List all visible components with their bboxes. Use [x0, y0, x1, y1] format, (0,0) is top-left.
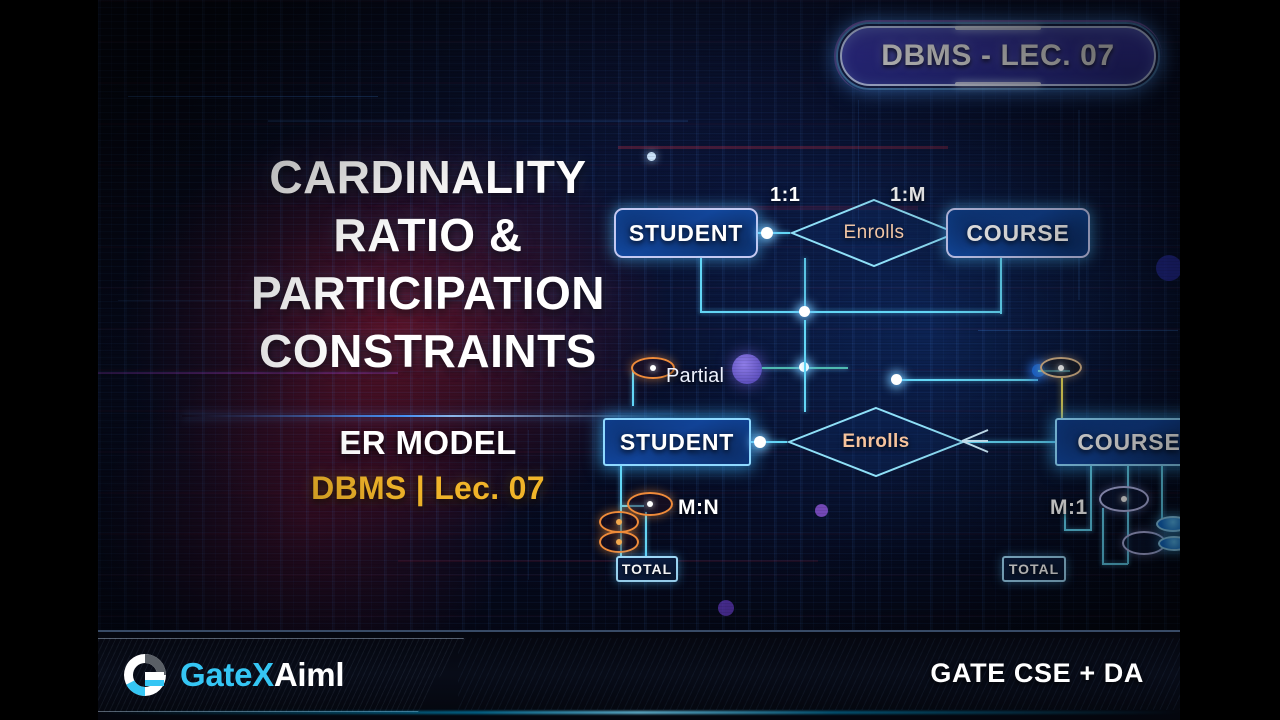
connector-line: [1061, 378, 1063, 418]
total-label: TOTAL: [621, 561, 673, 577]
er-diagram: STUDENT Enrolls CO: [98, 0, 1180, 720]
connector-line: [1102, 508, 1104, 564]
entity-label: COURSE: [1077, 428, 1180, 455]
connector-dot: [891, 374, 902, 385]
brand-name: GateXAiml: [180, 656, 345, 694]
entity-student-top[interactable]: STUDENT: [614, 208, 758, 258]
entity-course-top[interactable]: COURSE: [946, 208, 1090, 258]
relationship-label: Enrolls: [842, 431, 910, 452]
entity-label: STUDENT: [619, 428, 735, 455]
entity-label: STUDENT: [628, 219, 744, 246]
connector-line: [1090, 466, 1092, 530]
ellipse-attribute-right-b[interactable]: [1156, 516, 1180, 532]
relationship-enrolls-top[interactable]: Enrolls: [790, 198, 958, 268]
crows-foot-icon: [961, 429, 989, 453]
footer-bar: GateXAiml GATE CSE + DA: [98, 630, 1180, 720]
partial-participation-label: Partial: [666, 365, 725, 387]
connector-line: [1000, 258, 1002, 314]
ellipse-pip: [1121, 496, 1127, 502]
ellipse-pip: [616, 539, 622, 545]
connector-dot: [754, 436, 766, 448]
brand-part-aiml: Aiml: [273, 656, 345, 693]
ellipse-pip: [616, 519, 622, 525]
total-label: TOTAL: [1008, 561, 1060, 577]
ellipse-pip: [1058, 364, 1064, 371]
cardinality-label-1-m: 1:M: [890, 184, 926, 206]
connector-line: [896, 379, 1038, 381]
connector-dot: [799, 306, 810, 317]
relationship-enrolls-bottom[interactable]: Enrolls: [787, 406, 965, 478]
ellipse-attribute-m1[interactable]: [1099, 486, 1149, 512]
connector-line: [1161, 466, 1163, 524]
connector-dot: [761, 227, 773, 239]
connector-line: [804, 258, 806, 312]
connector-line: [805, 311, 1001, 313]
cardinality-label-m-n: M:N: [678, 496, 720, 519]
gatexaiml-g-icon: [122, 652, 168, 698]
slide-content-area: DBMS - LEC. 07 CARDINALITY RATIO & PARTI…: [98, 0, 1180, 720]
ellipse-pip: [650, 365, 656, 371]
connector-line: [700, 311, 805, 313]
ellipse-pip: [647, 501, 653, 507]
brand-part-x: X: [252, 656, 274, 693]
ellipse-attribute-right[interactable]: [1040, 357, 1082, 378]
total-participation-box-left[interactable]: TOTAL: [616, 556, 678, 582]
brand-part-gate: Gate: [180, 656, 253, 693]
cardinality-label-m-1: M:1: [1050, 496, 1088, 519]
cardinality-label-1-1: 1:1: [770, 184, 801, 206]
brand-logo[interactable]: GateXAiml: [122, 652, 345, 698]
connector-line: [1102, 563, 1128, 565]
footer-texture: [458, 638, 1180, 710]
relationship-label: Enrolls: [843, 222, 905, 243]
ellipse-attribute-left-a[interactable]: [599, 511, 639, 533]
connector-line: [804, 320, 806, 412]
entity-student-bottom[interactable]: STUDENT: [603, 418, 751, 466]
ellipse-attribute-left-b[interactable]: [599, 531, 639, 553]
ellipse-attribute-mn[interactable]: [627, 492, 673, 516]
entity-course-bottom[interactable]: COURSE: [1055, 418, 1180, 466]
connector-line: [700, 258, 702, 312]
total-participation-box-right[interactable]: TOTAL: [1002, 556, 1066, 582]
footer-sheen: [98, 711, 1180, 714]
entity-label: COURSE: [966, 219, 1070, 246]
connector-line: [632, 370, 634, 406]
connector-line: [1064, 529, 1092, 531]
footer-tagline: GATE CSE + DA: [930, 658, 1144, 688]
